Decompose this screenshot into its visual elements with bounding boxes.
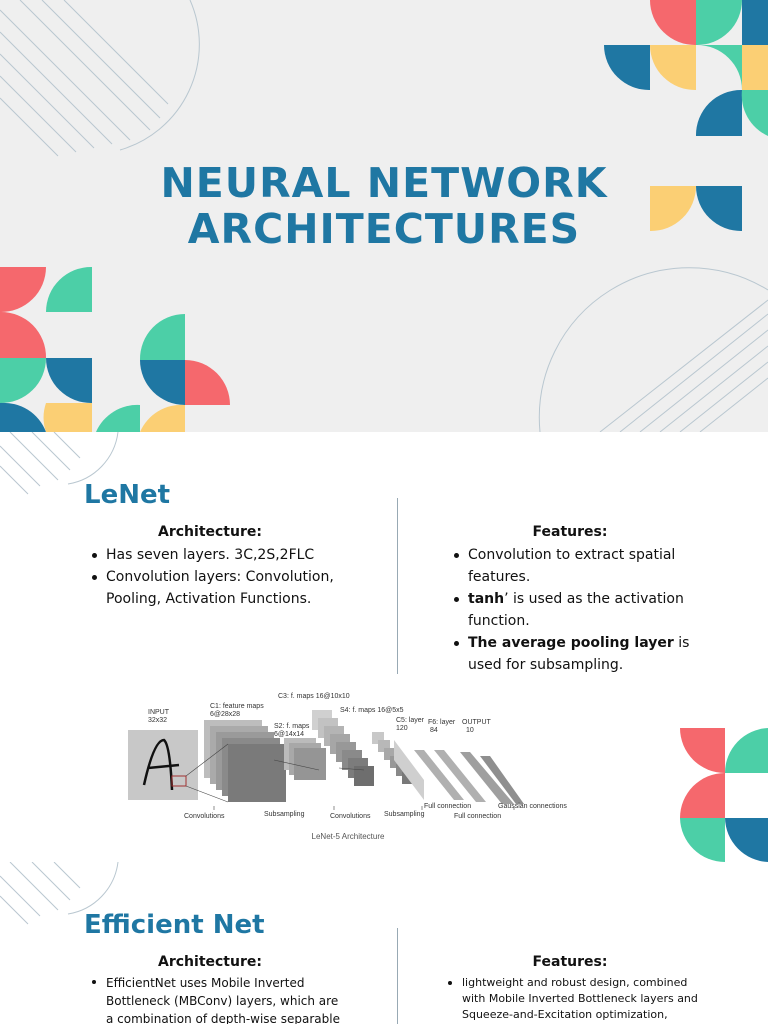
convolutions-label-2: Convolutions bbox=[330, 813, 371, 820]
s2-size-label: 6@14x14 bbox=[274, 731, 304, 738]
title-line-2: ARCHITECTURES bbox=[187, 205, 581, 253]
c1-label: C1: feature maps bbox=[210, 703, 264, 710]
subsampling-label-2: Subsampling bbox=[384, 811, 425, 818]
f6-size-label: 84 bbox=[430, 727, 438, 734]
diagonal-lines-bottom-right bbox=[538, 267, 768, 432]
full-connection-label-1: Full connection bbox=[424, 803, 471, 810]
lenet-heading: LeNet bbox=[84, 480, 171, 510]
s4-label: S4: f. maps 16@5x5 bbox=[340, 707, 404, 714]
s2-label: S2: f. maps bbox=[274, 723, 310, 730]
lenet-architecture-title: Architecture: bbox=[158, 524, 262, 540]
letter-a-glyph bbox=[142, 738, 180, 791]
c1-feature-maps bbox=[204, 720, 286, 802]
subsampling-label-1: Subsampling bbox=[264, 811, 305, 818]
list-item: EfficientNet uses Mobile Inverted Bottle… bbox=[88, 974, 348, 1024]
full-connection-label-2: Full connection bbox=[454, 813, 501, 820]
input-image bbox=[128, 730, 198, 800]
input-label: INPUT bbox=[148, 709, 170, 716]
title-slide: NEURAL NETWORK ARCHITECTURES bbox=[0, 0, 768, 432]
gaussian-connections-label: Gaussian connections bbox=[498, 803, 567, 810]
efficientnet-heading: Efficient Net bbox=[84, 910, 265, 940]
c3-label: C3: f. maps 16@10x10 bbox=[278, 693, 350, 700]
lenet-slide-decoration bbox=[0, 432, 768, 862]
lenet-slide: LeNet Architecture: Has seven layers. 3C… bbox=[0, 432, 768, 862]
column-divider bbox=[397, 498, 398, 674]
list-item-text: is used for subsampling. bbox=[468, 635, 690, 673]
geometric-shapes-right bbox=[680, 728, 768, 862]
output-layer bbox=[460, 752, 514, 804]
diagonal-lines-top-left bbox=[0, 0, 200, 157]
s2-feature-maps bbox=[284, 738, 326, 780]
list-item: Convolution layers: Convolution, Pooling… bbox=[88, 566, 358, 610]
column-divider bbox=[397, 928, 398, 1024]
lenet-architecture-list: Has seven layers. 3C,2S,2FLC Convolution… bbox=[88, 544, 358, 610]
list-item: tanh’ is used as the activation function… bbox=[450, 588, 700, 632]
title-slide-decoration bbox=[0, 0, 768, 432]
c5-label: C5: layer bbox=[396, 717, 425, 724]
bold-text: tanh bbox=[468, 591, 505, 607]
efficientnet-architecture-list: EfficientNet uses Mobile Inverted Bottle… bbox=[88, 974, 348, 1024]
geometric-shapes-top-right bbox=[604, 0, 768, 232]
efficientnet-slide: Efficient Net Architecture: EfficientNet… bbox=[0, 862, 768, 1024]
output-label: OUTPUT bbox=[462, 719, 492, 726]
efficientnet-slide-decoration bbox=[0, 862, 119, 925]
lenet-features-title: Features: bbox=[532, 524, 608, 540]
f6-layer bbox=[434, 750, 486, 802]
list-item: lightweight and robust design, combined … bbox=[444, 975, 714, 1023]
efficientnet-features-list: lightweight and robust design, combined … bbox=[444, 975, 714, 1023]
lenet-figure-caption: LeNet-5 Architecture bbox=[311, 832, 385, 841]
c3-feature-maps bbox=[312, 710, 374, 786]
list-item: The average pooling layer is used for su… bbox=[450, 632, 700, 676]
input-size-label: 32x32 bbox=[148, 717, 167, 724]
lenet-features-list: Convolution to extract spatial features.… bbox=[450, 544, 700, 676]
c1-size-label: 6@28x28 bbox=[210, 711, 240, 718]
geometric-shapes-bottom-left bbox=[0, 266, 230, 432]
list-item-text: ’ is used as the activation function. bbox=[468, 591, 684, 629]
efficientnet-features-title: Features: bbox=[532, 954, 608, 970]
output-size-label: 10 bbox=[466, 727, 474, 734]
diagonal-lines-top-left bbox=[0, 862, 119, 925]
lenet-architecture-diagram: INPUT 32x32 C1: feature maps 6@28x28 S2:… bbox=[128, 693, 567, 820]
convolutions-label-1: Convolutions bbox=[184, 813, 225, 820]
f6-label: F6: layer bbox=[428, 719, 456, 726]
c5-layer bbox=[394, 740, 424, 800]
c5-size-label: 120 bbox=[396, 725, 408, 732]
bold-text: The average pooling layer bbox=[468, 635, 674, 651]
diagonal-lines-top-left bbox=[0, 432, 119, 495]
efficientnet-architecture-title: Architecture: bbox=[158, 954, 262, 970]
list-item: Convolution to extract spatial features. bbox=[450, 544, 700, 588]
page-title: NEURAL NETWORK ARCHITECTURES bbox=[0, 160, 768, 252]
list-item: Has seven layers. 3C,2S,2FLC bbox=[88, 544, 358, 566]
title-line-1: NEURAL NETWORK bbox=[160, 159, 608, 207]
